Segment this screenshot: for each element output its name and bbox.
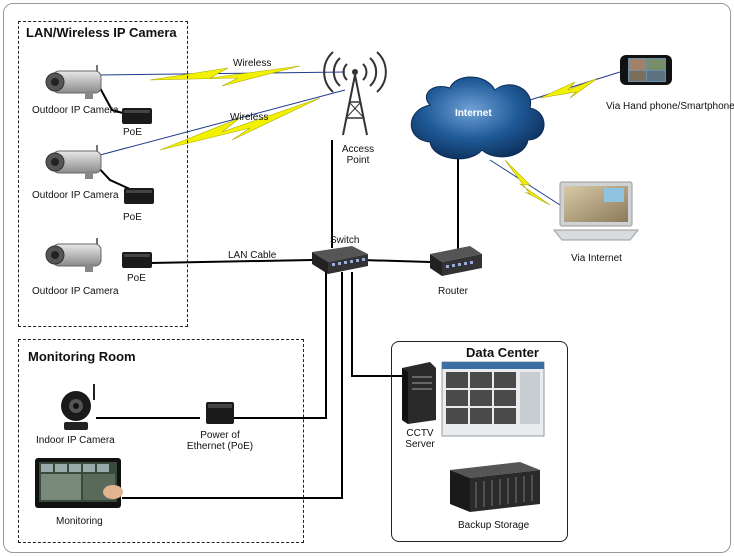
access-point-label-line2: Point: [346, 155, 370, 166]
monitoring-group-title: Monitoring Room: [28, 349, 136, 364]
cable-switch-router: [361, 259, 431, 263]
access-point-label-line1: Access: [341, 144, 375, 155]
poe-icon: [206, 402, 234, 424]
laptop-icon: [552, 181, 640, 241]
lightning-icon: [149, 65, 301, 87]
smartphone-icon: [620, 55, 672, 85]
outdoor-camera-icon: [45, 145, 102, 179]
monitor-label: Monitoring: [56, 516, 103, 527]
cctv-server-icon: [402, 362, 436, 424]
camera1-poe-label: PoE: [123, 127, 142, 138]
camera3-poe-label: PoE: [127, 273, 146, 284]
backup-storage-icon: [450, 462, 540, 512]
lan-cable-label: LAN Cable: [228, 250, 277, 261]
cable-switch-monitor: [122, 272, 343, 499]
cable-switch-datacenter: [351, 272, 404, 377]
switch-label: Switch: [330, 235, 360, 246]
wireless-label-2: Wireless: [230, 112, 269, 123]
cable-camera3-switch: [149, 259, 313, 264]
lan-camera-group: [18, 21, 188, 327]
poe-injector-label-line2: Ethernet (PoE): [186, 441, 254, 452]
cctv-server-label-line2: Server: [405, 439, 435, 450]
indoor-camera-label: Indoor IP Camera: [36, 435, 115, 446]
poe-icon: [122, 252, 152, 268]
laptop-label: Via Internet: [571, 253, 622, 264]
router-icon: [430, 246, 482, 276]
lightning-icon: [539, 77, 599, 99]
wireless-label-1: Wireless: [233, 58, 272, 69]
monitor-icon: [35, 458, 123, 508]
internet-cloud-icon: [410, 76, 545, 160]
camera2-poe-label: PoE: [123, 212, 142, 223]
indoor-camera-icon: [61, 384, 95, 430]
phone-label: Via Hand phone/Smartphone: [606, 101, 734, 112]
lightning-bolts: [149, 65, 599, 206]
lightning-icon: [504, 159, 551, 206]
datacenter-group-title: Data Center: [466, 345, 539, 360]
poe-injector-label-line1: Power of: [200, 430, 240, 441]
data-center-group: [391, 341, 568, 542]
monitoring-room-group: [18, 339, 304, 543]
switch-icon: [312, 246, 368, 274]
poe-icon: [122, 108, 152, 124]
diagram-frame: [3, 3, 731, 553]
cable-switch-poe: [230, 272, 327, 419]
camera1-label: Outdoor IP Camera: [32, 105, 119, 116]
cctv-server-label-line1: CCTV: [406, 428, 434, 439]
backup-storage-label: Backup Storage: [458, 520, 530, 531]
outdoor-camera-icon: [45, 238, 102, 272]
camera2-label: Outdoor IP Camera: [32, 190, 119, 201]
wireless-lines: [99, 71, 621, 206]
internet-label: Internet: [455, 108, 492, 119]
cctv-software-screen-icon: [441, 361, 545, 437]
outdoor-camera-icon: [45, 65, 102, 99]
router-label: Router: [438, 286, 469, 297]
lan-group-title: LAN/Wireless IP Camera: [26, 25, 177, 40]
lightning-icon: [159, 97, 321, 151]
camera3-label: Outdoor IP Camera: [32, 286, 119, 297]
poe-icon: [124, 188, 154, 204]
